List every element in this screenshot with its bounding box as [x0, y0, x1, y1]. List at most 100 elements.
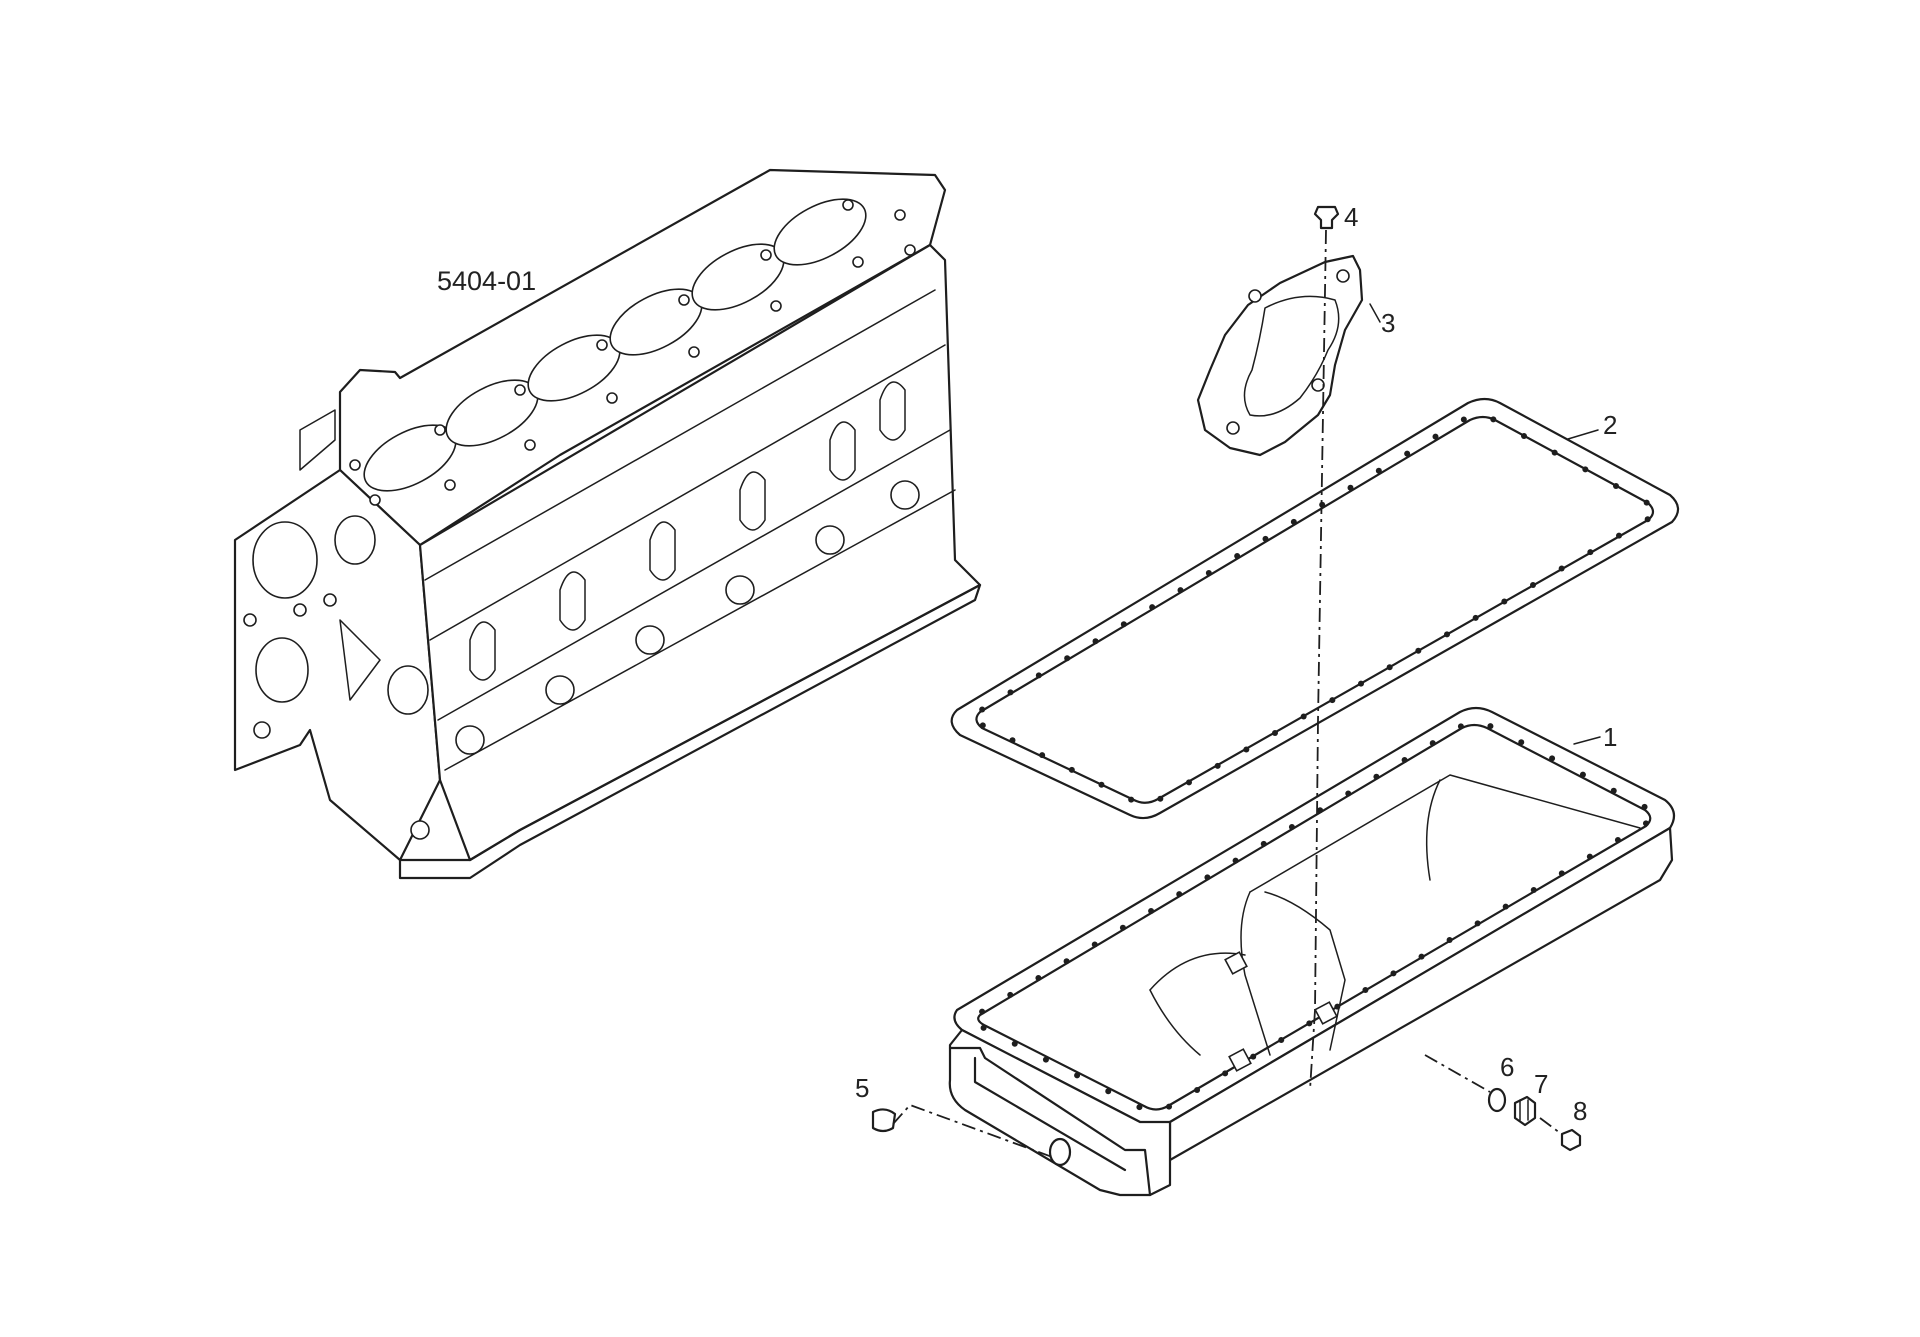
- flange-hole: [1502, 903, 1509, 910]
- flange-hole: [1362, 987, 1369, 993]
- flange-hole: [1176, 891, 1183, 898]
- flange-hole: [1186, 779, 1192, 786]
- flange-hole: [1262, 535, 1269, 542]
- flange-hole: [979, 706, 986, 713]
- flange-hole: [1614, 837, 1621, 843]
- part-label-5: 5: [855, 1073, 869, 1103]
- flange-hole: [1306, 1020, 1313, 1027]
- engine-block-illustration: [233, 168, 982, 880]
- flange-hole: [1404, 450, 1411, 457]
- flange-hole: [1272, 730, 1278, 736]
- flange-hole: [1501, 598, 1508, 605]
- flange-hole: [1214, 762, 1221, 769]
- flange-hole: [1358, 680, 1364, 687]
- flange-hole: [1418, 953, 1425, 960]
- flange-hole: [1148, 907, 1155, 914]
- flange-hole: [1446, 937, 1453, 943]
- flange-hole: [1063, 958, 1070, 965]
- flange-hole: [1643, 499, 1650, 506]
- flange-hole: [1290, 518, 1297, 525]
- part-label-2: 2: [1603, 410, 1617, 440]
- flange-hole: [1375, 467, 1382, 474]
- flange-hole: [1334, 1003, 1341, 1010]
- bolt-icon: [1313, 205, 1340, 230]
- flange-hole: [1490, 416, 1497, 423]
- part-label-4: 4: [1344, 202, 1358, 232]
- flange-hole: [1644, 516, 1651, 523]
- assembly-axis-lines: [892, 229, 1561, 1159]
- flange-hole: [1613, 483, 1619, 489]
- part-label-3: 3: [1381, 308, 1395, 338]
- flange-hole: [1582, 466, 1589, 473]
- flange-hole: [1098, 781, 1105, 788]
- flange-hole: [1641, 803, 1648, 810]
- flange-hole: [1401, 756, 1408, 763]
- plug-icon: [1513, 1095, 1537, 1127]
- part-label-1: 1: [1603, 722, 1617, 752]
- flange-hole: [979, 722, 986, 729]
- flange-hole: [1120, 621, 1127, 628]
- flange-hole: [1415, 647, 1422, 654]
- flange-hole: [1472, 614, 1479, 621]
- flange-hole: [1157, 795, 1164, 802]
- callout-lines: [1369, 303, 1601, 745]
- flange-hole: [1530, 887, 1537, 893]
- flange-hole: [1288, 824, 1295, 831]
- flange-hole: [1042, 1056, 1049, 1063]
- oil-sump-icon: [948, 706, 1676, 1197]
- flange-hole: [1092, 638, 1099, 645]
- flange-hole: [1345, 790, 1352, 797]
- flange-hole: [1177, 587, 1184, 594]
- part-label-7: 7: [1534, 1069, 1548, 1099]
- flange-hole: [1035, 672, 1042, 679]
- flange-hole: [1429, 740, 1436, 747]
- reference-code-label: 5404-01: [437, 266, 536, 296]
- flange-hole: [1586, 853, 1593, 860]
- flange-hole: [1616, 532, 1622, 539]
- flange-hole: [1035, 975, 1042, 982]
- flange-hole: [1205, 570, 1212, 577]
- flange-hole: [1105, 1088, 1112, 1095]
- pump-gasket-icon: [1196, 254, 1364, 457]
- flange-hole: [1009, 737, 1016, 744]
- flange-hole: [1521, 433, 1527, 439]
- flange-hole: [1068, 766, 1075, 773]
- flange-hole: [1007, 991, 1014, 998]
- flange-hole: [1474, 920, 1481, 927]
- flange-hole: [979, 1008, 986, 1015]
- part-label-8: 8: [1573, 1096, 1587, 1126]
- flange-hole: [1317, 807, 1324, 814]
- flange-hole: [1530, 582, 1536, 588]
- flange-hole: [1558, 565, 1565, 572]
- flange-hole: [1610, 787, 1617, 794]
- flange-hole: [1194, 1087, 1201, 1093]
- flange-hole: [1487, 723, 1494, 730]
- flange-hole: [1149, 604, 1156, 611]
- flange-hole: [1222, 1070, 1229, 1077]
- flange-hole: [980, 1024, 987, 1031]
- flange-hole: [1011, 1040, 1018, 1047]
- flange-hole: [1064, 655, 1071, 662]
- flange-hole: [1232, 857, 1239, 864]
- flange-hole: [1204, 874, 1211, 881]
- flange-hole: [1373, 773, 1380, 780]
- flange-hole: [1579, 771, 1586, 778]
- flange-hole: [1074, 1072, 1081, 1079]
- flange-hole: [1234, 552, 1241, 559]
- flange-hole: [1587, 549, 1594, 556]
- flange-hole: [1119, 924, 1126, 931]
- flange-hole: [1007, 689, 1014, 696]
- washer-icon: [1487, 1087, 1507, 1113]
- flange-hole: [1549, 755, 1556, 762]
- flange-hole: [1518, 739, 1525, 746]
- flange-hole: [1444, 631, 1450, 638]
- flange-hole: [1039, 752, 1046, 759]
- flange-hole: [1136, 1104, 1143, 1111]
- part-label-6: 6: [1500, 1052, 1514, 1082]
- plug-icon: [871, 1108, 897, 1133]
- flange-hole: [1347, 484, 1354, 491]
- flange-hole: [1278, 1037, 1285, 1043]
- flange-hole: [1558, 870, 1565, 877]
- flange-hole: [1329, 697, 1336, 704]
